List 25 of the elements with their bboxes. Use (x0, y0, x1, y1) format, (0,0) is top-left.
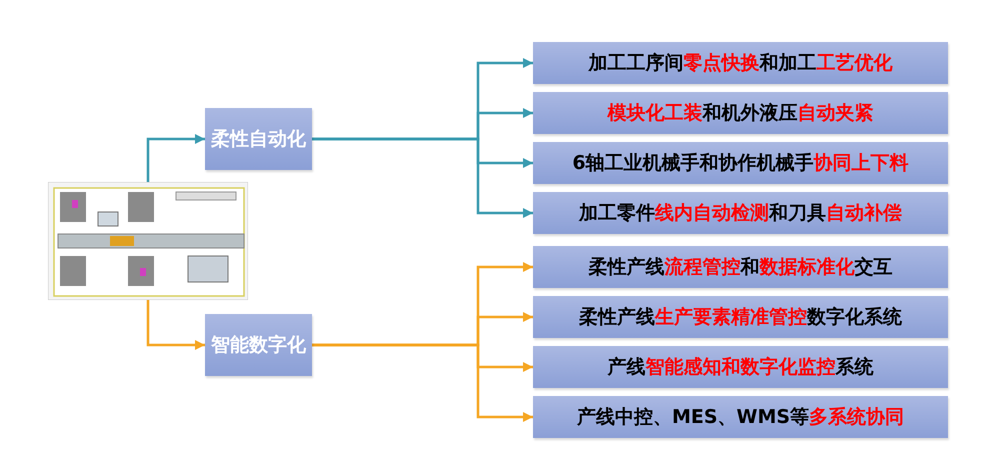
box-label: 柔性自动化 (211, 127, 306, 152)
process-box (533, 396, 948, 438)
process-box (533, 246, 948, 288)
process-box (533, 346, 948, 388)
arrow (146, 134, 205, 182)
box-label: 产线智能感知和数字化监控系统 (608, 355, 874, 380)
process-box (533, 142, 948, 184)
box-label: 智能数字化 (211, 333, 306, 358)
box-label: 加工零件线内自动检测和刀具自动补偿 (579, 201, 902, 226)
process-box (533, 192, 948, 234)
process-box (533, 296, 948, 338)
picture (48, 182, 248, 300)
process-box (533, 42, 948, 84)
arrow (146, 300, 205, 350)
box-label: 柔性产线生产要素精准管控数字化系统 (579, 305, 902, 330)
process-box (205, 108, 312, 170)
box-label: 加工工序间零点快换和加工工艺优化 (588, 51, 892, 76)
process-box (533, 92, 948, 134)
process-box (205, 314, 312, 376)
box-label: 柔性产线流程管控和数据标准化交互 (588, 255, 892, 280)
box-label: 模块化工装和机外液压自动夹紧 (608, 101, 874, 126)
arrow (312, 344, 533, 422)
box-label: 6轴工业机械手和协作机械手协同上下料 (572, 151, 909, 176)
arrow (312, 138, 533, 218)
box-label: 产线中控、MES、WMS等多系统协同 (576, 405, 904, 430)
